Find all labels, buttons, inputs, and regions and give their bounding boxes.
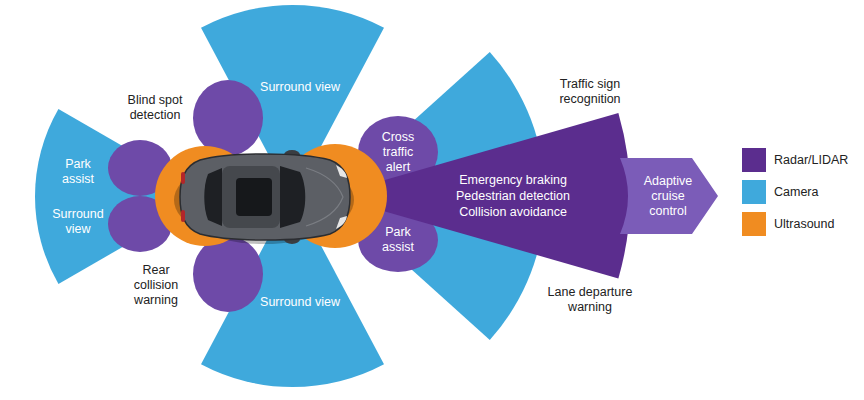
ultrasound-zone (155, 144, 387, 248)
car-body (174, 150, 354, 244)
feature-label: Traffic sign recognition (542, 77, 638, 107)
feature-label: Lane departure warning (540, 285, 640, 315)
legend-label: Camera (774, 184, 818, 200)
zone-label: Adaptive cruise control (637, 174, 699, 219)
zone-label: Emergency braking (443, 172, 583, 187)
zone-label: Cross traffic alert (370, 130, 426, 175)
legend-label: Ultrasound (774, 216, 834, 232)
legend-label: Radar/LIDAR (774, 152, 848, 168)
legend-swatch (742, 212, 766, 236)
feature-label: Rear collision warning (127, 263, 185, 308)
zone-label: Park assist (370, 225, 426, 255)
feature-label: Blind spot detection (126, 93, 184, 123)
zone-label: Surround view (245, 295, 355, 310)
zone-label: Collision avoidance (443, 204, 583, 219)
zone-label: Pedestrian detection (443, 188, 583, 203)
zone-label: Surround view (46, 207, 110, 237)
legend-swatch (742, 180, 766, 204)
legend-swatch (742, 148, 766, 172)
zone-label: Surround view (245, 79, 355, 94)
radar-arrow-zone: Adaptive cruise control (620, 158, 718, 234)
radar-arrow-zone-outline (620, 158, 718, 234)
zone-label: Park assist (52, 157, 104, 187)
